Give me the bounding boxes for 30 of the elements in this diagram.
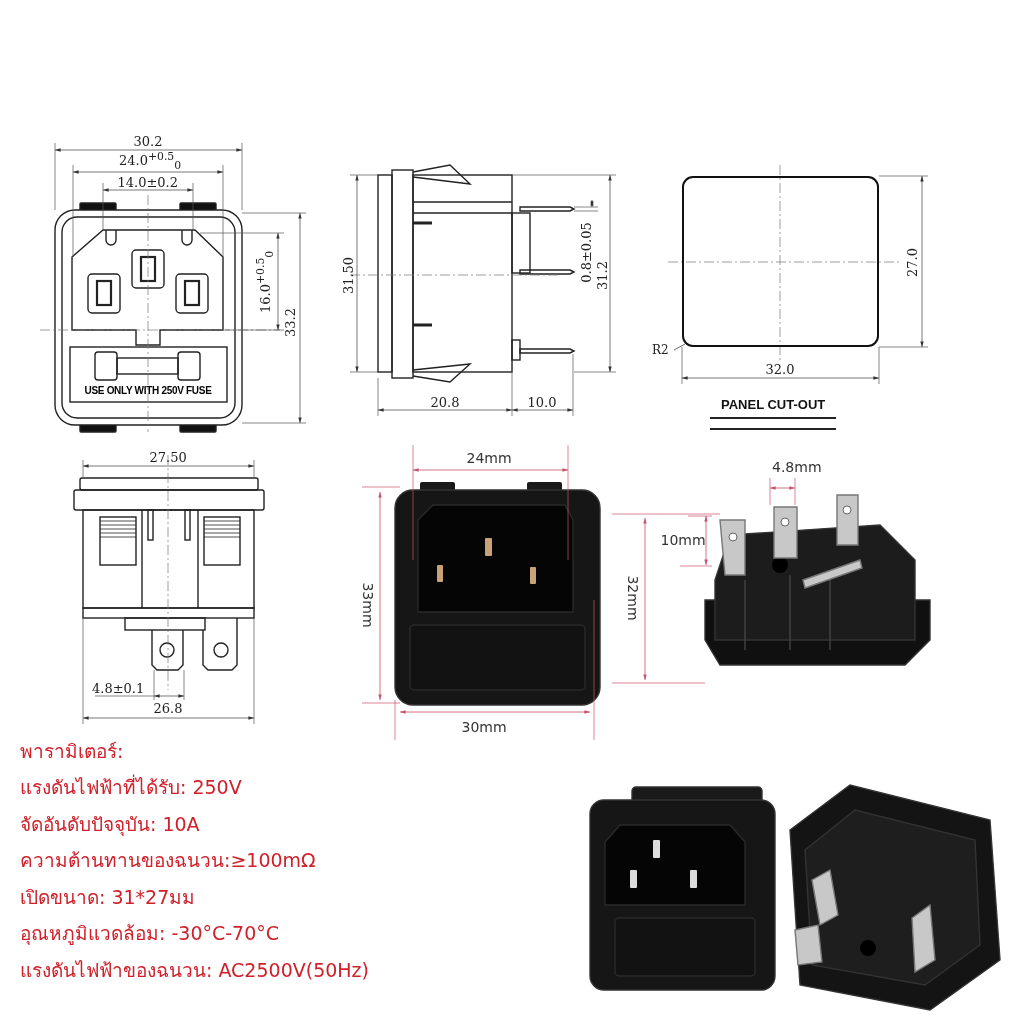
dimension-label: 33mm — [360, 582, 375, 628]
dimension-label: 24mm — [466, 451, 512, 465]
radius-label: R2 — [652, 342, 674, 358]
cutout-outline — [682, 176, 879, 347]
dimension-label: 32mm — [625, 575, 640, 621]
leader-line — [673, 343, 686, 351]
dimension-label: 30mm — [461, 720, 507, 734]
dimension-label: 27.0 — [905, 247, 919, 277]
fuse-warning-text: USE ONLY WITH 250V FUSE — [84, 386, 212, 396]
dimension-label: 10.0 — [527, 395, 557, 409]
dimension-label: 14.0±0.2 — [117, 175, 178, 189]
dimension-label: 31.2 — [595, 260, 609, 290]
dimension-label: 27.50 — [149, 450, 187, 464]
dimension-label: 32.0 — [765, 362, 795, 376]
dimension-label: 20.8 — [430, 395, 460, 409]
spec-text: ความต้านทานของฉนวน:≥100mΩ — [20, 851, 316, 870]
spec-heading: พารามิเตอร์: — [20, 741, 124, 761]
spec-text: จัดอันดับปัจจุบัน: 10A — [20, 814, 200, 834]
dimension-label: 26.8 — [153, 701, 183, 715]
spec-text: แรงดันไฟฟ้าของฉนวน: AC2500V(50Hz) — [20, 960, 369, 980]
spec-text: เปิดขนาด: 31*27มม — [20, 887, 196, 907]
dimension-label: 30.2 — [133, 134, 163, 148]
dimension-label: 33.2 — [283, 307, 297, 337]
dimension-label: 31.50 — [341, 256, 355, 294]
dimension-label: 10mm — [660, 533, 706, 547]
dimension-label: 0.8±0.05 — [579, 221, 593, 283]
spec-text: อุณหภูมิแวดล้อม: -30°C-70°C — [20, 924, 280, 943]
dimension-label: 4.8±0.1 — [92, 681, 145, 695]
dimension-label: 4.8mm — [772, 460, 822, 474]
section-heading: PANEL CUT-OUT — [721, 397, 826, 411]
